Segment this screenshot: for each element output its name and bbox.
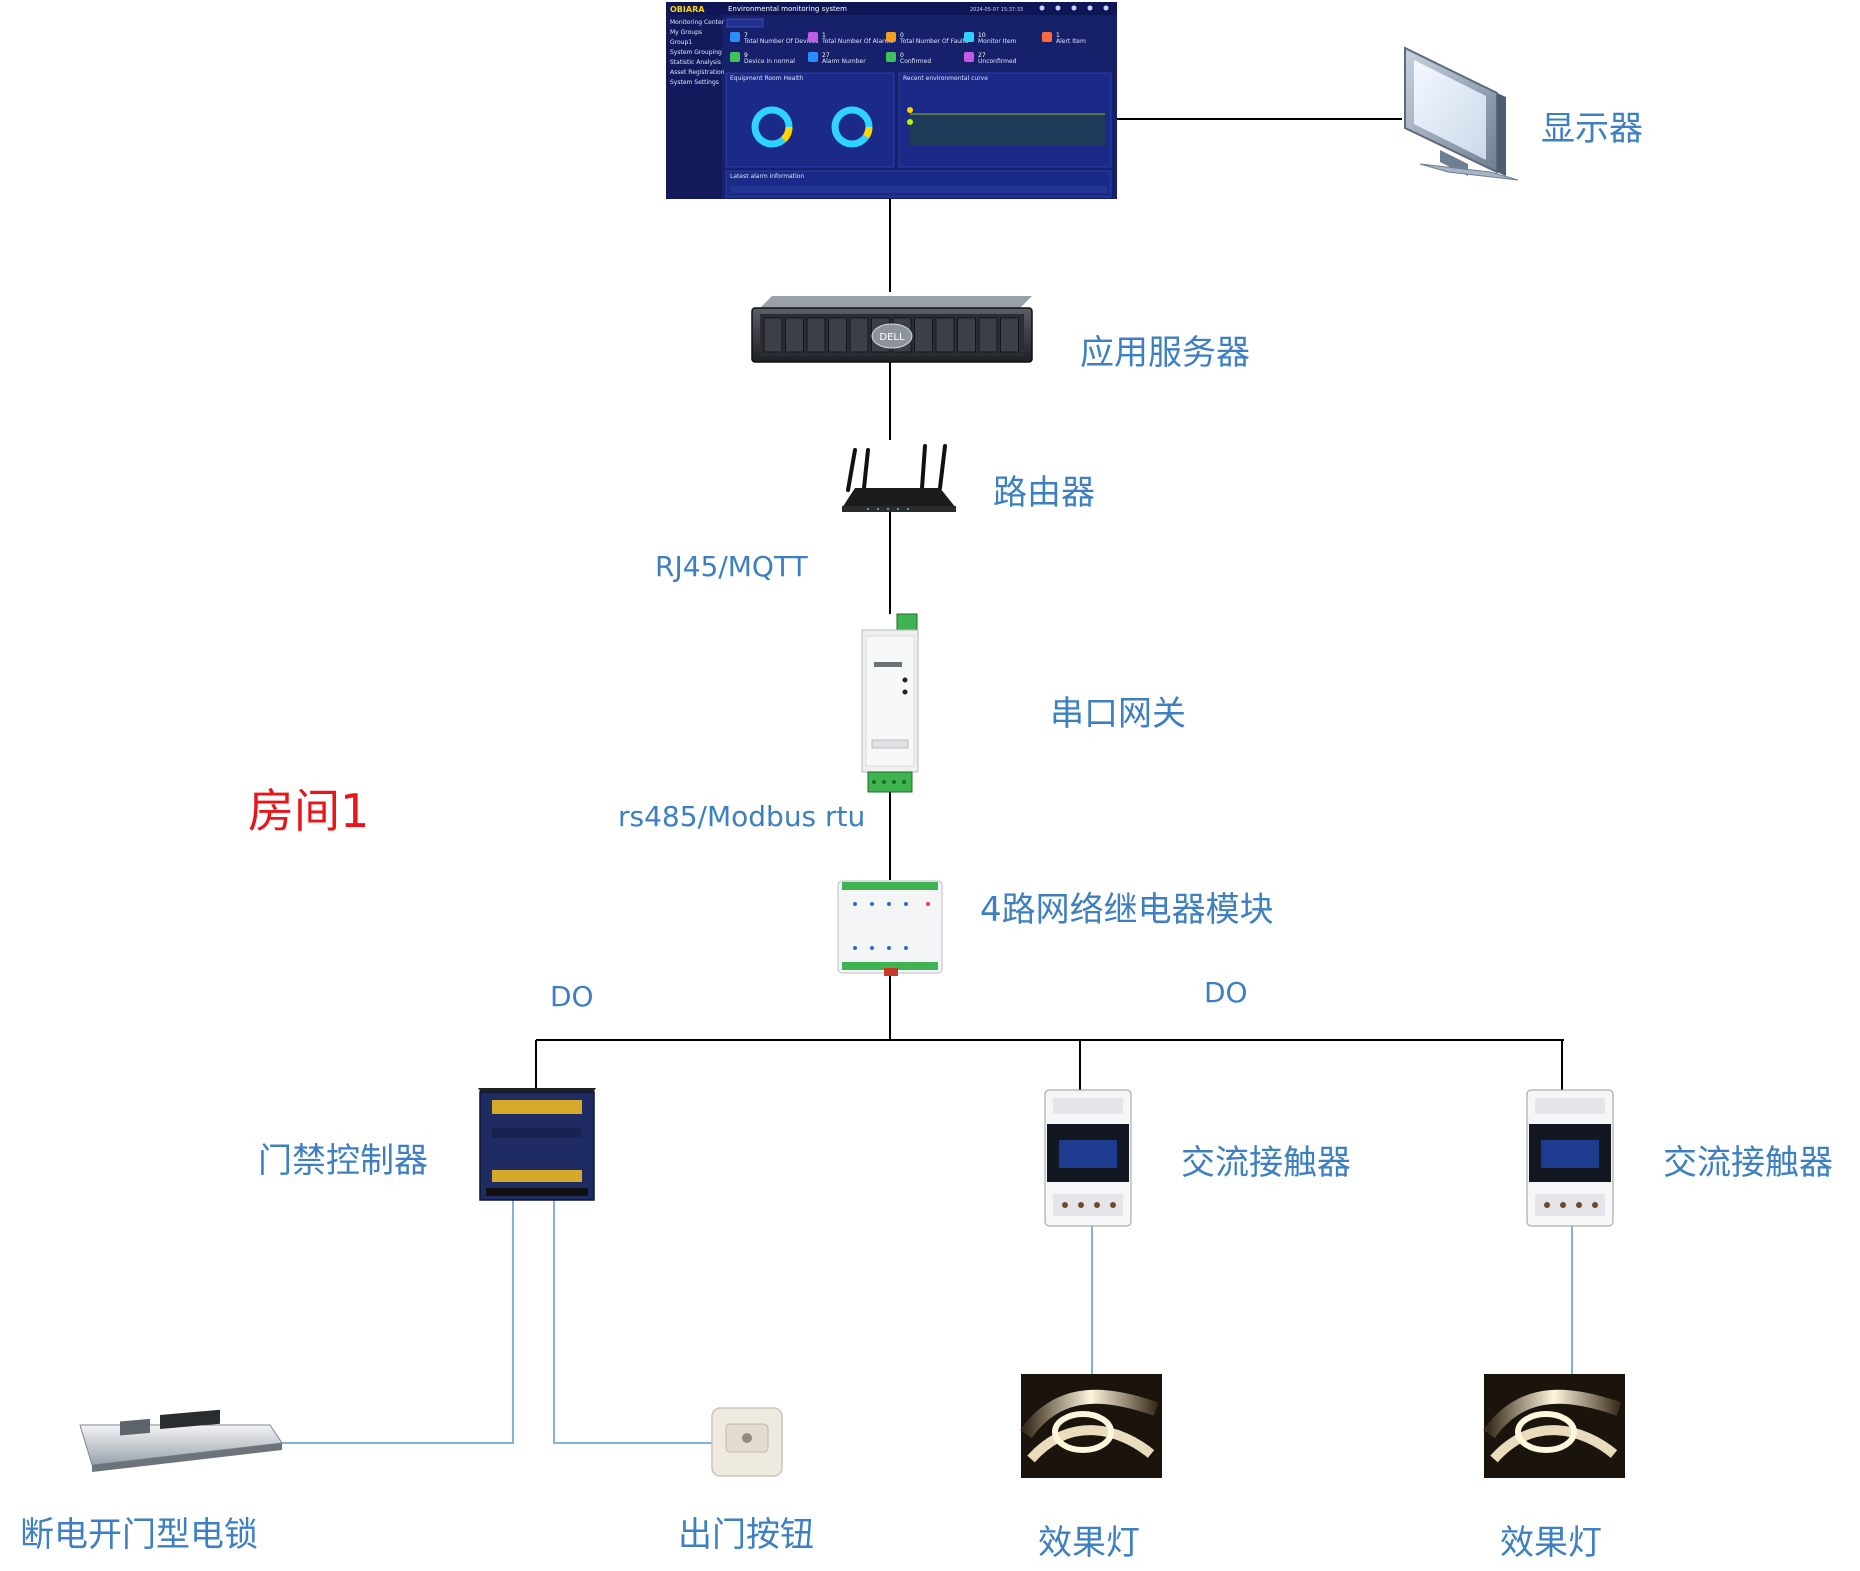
- router-icon: [846, 444, 947, 492]
- effect-light-2-label: 效果灯: [1500, 1523, 1602, 1563]
- server-drive-bay: [978, 317, 998, 353]
- relay-module-label: 4路网络继电器模块: [980, 890, 1274, 930]
- dashboard-menu-item[interactable]: Group1: [670, 39, 692, 46]
- stat-label: Monitor Item: [978, 38, 1017, 45]
- access-controller-icon: [478, 1088, 596, 1201]
- dashboard-menu-item[interactable]: System Settings: [670, 79, 719, 86]
- access-controller-label: 门禁控制器: [258, 1141, 428, 1181]
- server-drive-bay: [935, 317, 955, 353]
- dashboard-menu-item[interactable]: System Grouping: [670, 49, 722, 56]
- stat-value: 10: [978, 32, 986, 39]
- donut-normal-alarm: [751, 106, 793, 148]
- server-drive-bay: [785, 317, 804, 353]
- do-left-label: DO: [550, 980, 594, 1013]
- dashboard-screen: OBIARA Environmental monitoring system 2…: [666, 2, 1117, 199]
- contactor-2-icon: [1526, 1089, 1614, 1227]
- room-label: 房间1: [248, 784, 370, 838]
- wire-access-button: [553, 1200, 712, 1444]
- router-body: [842, 488, 956, 512]
- effect-light-1-icon: [1020, 1374, 1162, 1478]
- stat-label: Device In normal: [744, 58, 795, 65]
- contactor-2-label: 交流接触器: [1663, 1143, 1833, 1183]
- stat-label: Total Number Of Faults: [899, 38, 968, 45]
- stat-value: 1: [1056, 32, 1060, 39]
- dashboard-menu-item[interactable]: Statistic Analysis: [670, 59, 721, 66]
- connection-lines: [535, 118, 1564, 1090]
- stat-value: 0: [900, 32, 904, 39]
- stat-value: 27: [978, 52, 986, 59]
- dashboard-top-icons: [1039, 5, 1109, 11]
- stat-label: Alarm Number: [822, 58, 866, 65]
- stat-label: Unconfirmed: [978, 58, 1017, 65]
- exit-button-icon: [711, 1407, 783, 1477]
- dashboard-datetime: 2024-05-07 15:37:33: [970, 7, 1023, 13]
- stat-label: Total Number Of Alarms: [821, 38, 893, 45]
- stat-value: 1: [822, 32, 826, 39]
- wire-access-lock: [275, 1200, 514, 1444]
- router-label: 路由器: [993, 473, 1095, 513]
- protocol-rj45-label: RJ45/MQTT: [655, 550, 808, 583]
- app-server-label: 应用服务器: [1080, 333, 1250, 373]
- exit-button-label: 出门按钮: [678, 1515, 814, 1555]
- protocol-rs485-label: rs485/Modbus rtu: [618, 800, 866, 833]
- field-wires: [275, 1200, 1573, 1444]
- electric-lock-icon: [79, 1409, 283, 1472]
- server-drive-bay: [914, 317, 933, 353]
- monitor-label: 显示器: [1541, 109, 1643, 149]
- server-drive-bay: [1000, 317, 1019, 353]
- stat-label: Alert Item: [1056, 38, 1086, 45]
- server-drive-bay: [849, 317, 869, 353]
- dashboard-menu-item[interactable]: Monitoring Center: [670, 19, 725, 26]
- dashboard-menu-item[interactable]: Asset Registration: [670, 69, 725, 76]
- effect-light-2-icon: [1483, 1374, 1625, 1478]
- stat-value: 7: [744, 32, 748, 39]
- server-drive-bay: [806, 317, 826, 353]
- server-brand-mark: D‌ELL: [879, 332, 905, 343]
- stat-value: 27: [822, 52, 830, 59]
- group-select: [726, 18, 764, 28]
- effect-light-1-label: 效果灯: [1038, 1523, 1140, 1563]
- dashboard-logo: OBIARA: [670, 5, 705, 14]
- monitor-icon: [1404, 46, 1519, 181]
- server-drive-bay: [828, 317, 847, 353]
- donut-monitor-alarm: [831, 106, 873, 148]
- stat-label: Total Number Of Devices: [743, 38, 818, 45]
- stat-label: Confirmed: [900, 58, 931, 65]
- do-right-label: DO: [1204, 976, 1248, 1009]
- alarm-panel-title: Latest alarm information: [730, 173, 804, 180]
- dashboard-title: Environmental monitoring system: [728, 5, 847, 13]
- curve-plot: [910, 115, 1105, 145]
- server-drive-bay: [763, 317, 783, 353]
- dashboard-sidebar: [666, 15, 722, 199]
- server-drive-bay: [957, 317, 976, 353]
- stat-value: 0: [900, 52, 904, 59]
- electric-lock-label: 断电开门型电锁: [20, 1515, 258, 1555]
- health-panel-title: Equipment Room Health: [730, 75, 803, 82]
- serial-gateway-icon: [861, 613, 919, 793]
- contactor-1-icon: [1044, 1089, 1132, 1227]
- serial-gateway-label: 串口网关: [1050, 694, 1186, 734]
- relay-module-icon: [837, 880, 943, 976]
- dashboard-menu-item[interactable]: My Groups: [670, 29, 702, 36]
- curve-panel-title: Recent environmental curve: [903, 75, 988, 82]
- contactor-1-label: 交流接触器: [1181, 1143, 1351, 1183]
- server-icon: D‌ELL: [751, 296, 1033, 363]
- stat-value: 9: [744, 52, 748, 59]
